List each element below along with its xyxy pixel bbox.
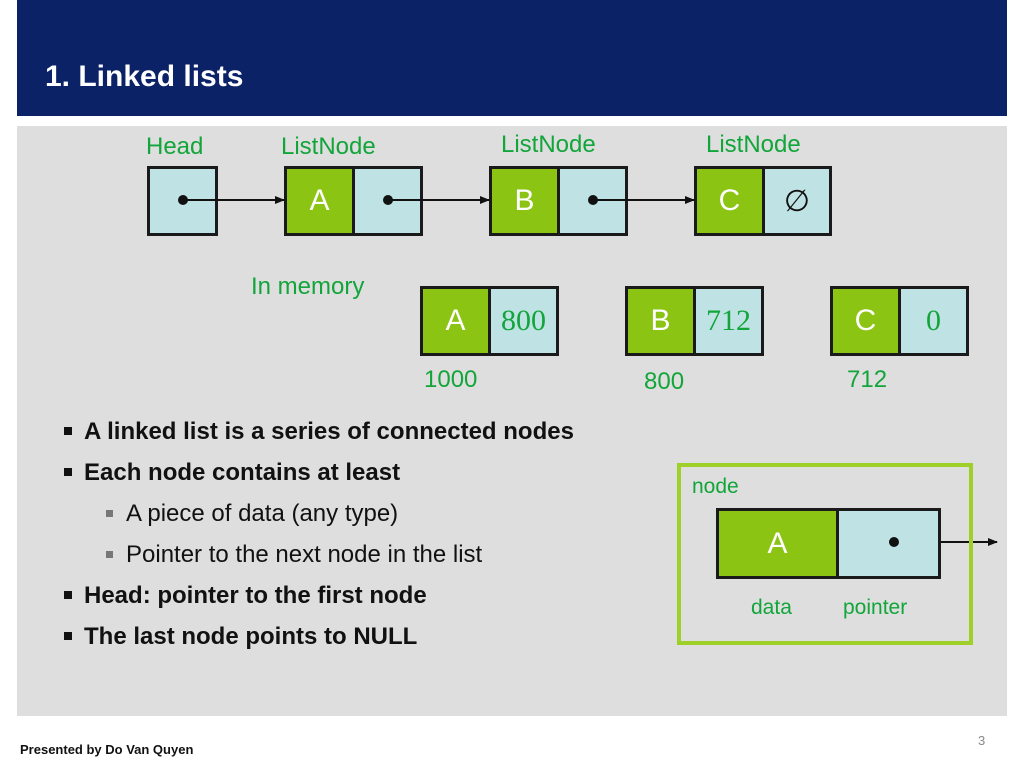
listnode-label-c: ListNode: [706, 131, 801, 158]
legend-data-label: data: [751, 596, 792, 619]
bullet-square-icon: [64, 632, 72, 640]
bullet-text: A piece of data (any type): [126, 500, 399, 527]
slide-title: 1. Linked lists: [45, 60, 244, 93]
mem-a-data-cell: A: [420, 286, 491, 356]
footer-presenter: Presented by Do Van Quyen: [20, 742, 194, 757]
bullet-text: Pointer to the next node in the list: [126, 541, 483, 568]
mem-a-address: 1000: [424, 366, 478, 393]
sub-bullet-square-icon: [106, 551, 113, 558]
mem-a-next-cell: 800: [488, 286, 559, 356]
bullet-text: A linked list is a series of connected n…: [84, 418, 574, 445]
node-b-data: B: [514, 184, 535, 217]
bullet-text: The last node points to NULL: [84, 623, 418, 650]
bullet-square-icon: [64, 468, 72, 476]
mem-c-data: C: [854, 304, 877, 337]
head-label: Head: [146, 133, 204, 160]
legend-data-cell: A: [716, 508, 839, 579]
bullet-text: Head: pointer to the first node: [84, 582, 427, 609]
node-c-data: C: [718, 184, 741, 217]
mem-a-data: A: [445, 304, 466, 337]
in-memory-label: In memory: [251, 273, 365, 300]
mem-c-next-cell: 0: [898, 286, 969, 356]
page-number: 3: [978, 733, 986, 748]
legend-data: A: [767, 526, 788, 560]
legend-pointer-label: pointer: [843, 596, 908, 619]
sub-bullet-item: Pointer to the next node in the list: [60, 541, 574, 582]
mem-b-data: B: [650, 304, 671, 337]
bullet-list: A linked list is a series of connected n…: [60, 418, 574, 664]
mem-a-next: 800: [501, 304, 546, 337]
bullet-square-icon: [64, 591, 72, 599]
bullet-item: The last node points to NULL: [60, 623, 574, 664]
legend-pointer-dot: [889, 537, 899, 547]
legend-pointer-cell: [836, 508, 941, 579]
node-b-data-cell: B: [489, 166, 560, 236]
mem-c-address: 712: [847, 366, 888, 393]
sub-bullet-item: A piece of data (any type): [60, 500, 574, 541]
mem-c-next: 0: [926, 304, 941, 337]
mem-c-data-cell: C: [830, 286, 901, 356]
sub-bullet-square-icon: [106, 510, 113, 517]
bullet-item: Head: pointer to the first node: [60, 582, 574, 623]
bullet-item: A linked list is a series of connected n…: [60, 418, 574, 459]
bullet-item: Each node contains at least: [60, 459, 574, 500]
listnode-label-b: ListNode: [501, 131, 596, 158]
listnode-label-a: ListNode: [281, 133, 376, 160]
title-bar: [17, 0, 1007, 116]
mem-b-address: 800: [644, 368, 685, 395]
node-legend-box: [677, 463, 973, 645]
mem-b-next-cell: 712: [693, 286, 764, 356]
bullet-text: Each node contains at least: [84, 459, 401, 486]
null-symbol: ∅: [783, 184, 811, 218]
legend-title: node: [692, 475, 739, 498]
bullet-square-icon: [64, 427, 72, 435]
node-c-pointer-cell: ∅: [762, 166, 832, 236]
mem-b-next: 712: [706, 304, 751, 337]
node-a-data: A: [309, 184, 330, 217]
